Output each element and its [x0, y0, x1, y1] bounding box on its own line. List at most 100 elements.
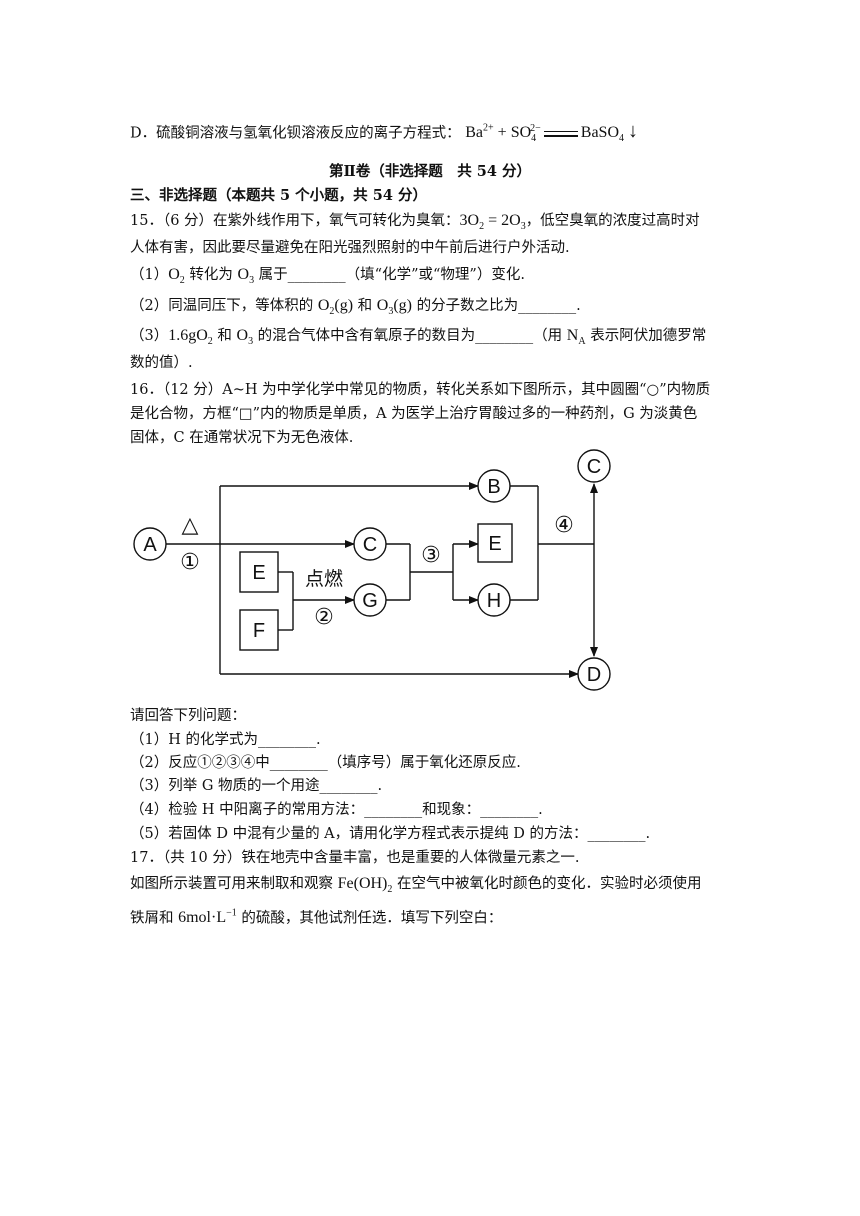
- precipitate-arrow: ↓: [628, 120, 639, 143]
- mass-text: 1.6gO: [168, 327, 208, 344]
- option-d-equation: Ba2+ + SO42−BaSO4 ↓: [465, 121, 638, 144]
- q16-part2: （2）反应①②③④中________（填序号）属于氧化还原反应.: [130, 755, 521, 771]
- q15-intro-line2: 人体有害，因此要尽量避免在阳光强烈照射的中午前后进行户外活动.: [130, 240, 570, 256]
- reaction-diagram: A B C G H C D E E F △ ① ② ③ ④ 点燃: [133, 449, 611, 691]
- label-d: D: [587, 664, 601, 686]
- o2-symbol: O: [168, 266, 180, 283]
- q16-intro-line1: 16．（12 分）A~H 为中学化学中常见的物质，转化关系如下图所示，其中圆圈“…: [130, 382, 711, 398]
- option-d-line: D．硫酸铜溶液与氢氧化钡溶液反应的离子方程式： Ba2+ + SO42−BaSO…: [130, 119, 638, 150]
- label-a: A: [143, 534, 157, 556]
- q15-intro-text-b: ，低空臭氧的浓度过高时对: [525, 213, 700, 229]
- diagram-shapes: [133, 449, 611, 691]
- q15-p1-o2: O2: [168, 266, 185, 287]
- heat-symbol: △: [182, 512, 199, 537]
- q15-part2: （2）同温同压下，等体积的 O2(g) 和 O3(g) 的分子数之比为_____…: [130, 296, 581, 322]
- q15-part3-cont: 数的值）.: [130, 355, 193, 371]
- label-e: E: [488, 533, 501, 555]
- formula-ba-charge: 2+: [483, 123, 494, 134]
- feoh-text: Fe(OH): [337, 875, 388, 892]
- option-d-text: D．硫酸铜溶液与氢氧化钡溶液反应的离子方程式：: [130, 125, 461, 142]
- q15-part1: （1）O2 转化为 O3 属于________（填“化学”或“物理”）变化.: [130, 265, 525, 291]
- diagram-lines: [166, 482, 598, 678]
- node-c-circle: [353, 527, 387, 561]
- label-g: G: [362, 590, 378, 612]
- concentration-formula: 6mol·L−1: [178, 908, 237, 927]
- eq-right: = 2O: [484, 212, 521, 229]
- eq-right-sub: 3: [520, 221, 526, 233]
- o2-symbol: O: [317, 297, 330, 314]
- node-c-top-circle: [577, 449, 611, 483]
- q16-ask: 请回答下列问题：: [130, 708, 246, 724]
- formula-ba: Ba: [465, 124, 484, 142]
- reaction-3-label: ③: [421, 542, 441, 567]
- q17-text-b1: 如图所示装置可用来制取和观察: [130, 876, 338, 892]
- conc-text: 6mol·L: [178, 909, 227, 927]
- formula-so-charge: 2−: [530, 123, 541, 134]
- reaction-4-label: ④: [554, 512, 574, 537]
- node-d-circle: [577, 657, 611, 691]
- formula-plus: +: [497, 124, 507, 142]
- q15-p1-o3: O3: [237, 266, 255, 286]
- q16-part1: （1）H 的化学式为________.: [130, 732, 321, 748]
- node-e-left-box: [239, 551, 279, 593]
- formula-so-sub: 4: [531, 133, 537, 145]
- ignite-label: 点燃: [305, 568, 343, 590]
- feoh-sub: 2: [387, 884, 393, 896]
- q16-intro-line2: 是化合物，方框“□”内的物质是单质，A 为医学上治疗胃酸过多的一种药剂，G 为淡…: [130, 406, 698, 422]
- q15-p3-o3: O3: [236, 327, 254, 348]
- avogadro-symbol: NA: [566, 327, 586, 348]
- q15-equation: 3O2 = 2O3: [459, 212, 526, 233]
- o2-sub: 2: [179, 275, 185, 287]
- q15-part3: （3）1.6gO2 和 O3 的混合气体中含有氧原子的数目为________（用…: [130, 326, 706, 352]
- eq-left: 3O: [459, 212, 480, 229]
- q17-text-c2: 的硫酸，其他试剂任选．填写下列空白：: [236, 910, 503, 927]
- label-e-left: E: [252, 562, 265, 584]
- eq-left-sub: 2: [479, 221, 485, 233]
- formula-baso: BaSO: [580, 124, 620, 142]
- na-sub: A: [578, 336, 586, 348]
- o2-sub: 2: [329, 306, 335, 318]
- q15-p2-text-b: 的分子数之比为________.: [412, 298, 581, 314]
- q15-p3-text-c: 表示阿伏加德罗常: [585, 328, 707, 344]
- o3-sub: 3: [248, 336, 254, 348]
- node-g-circle: [353, 583, 387, 617]
- label-h: H: [487, 590, 501, 612]
- q16-part3: （3）列举 G 物质的一个用途________.: [130, 778, 383, 794]
- and-text: 和: [353, 298, 377, 314]
- q15-intro-line1: 15．（6 分）在紫外线作用下，氧气可转化为臭氧：3O2 = 2O3，低空臭氧的…: [130, 211, 700, 237]
- conc-sup: −1: [226, 908, 237, 919]
- q15-p3-text-b: 的混合气体中含有氧原子的数目为________（用: [253, 328, 567, 344]
- formula-so: SO: [510, 124, 532, 142]
- label-b: B: [487, 476, 500, 498]
- equals-sign: [543, 130, 578, 138]
- q15-p1-mid: 转化为: [184, 267, 238, 283]
- q17-text-c1: 铁屑和: [130, 910, 179, 927]
- na-symbol: N: [566, 327, 579, 344]
- o3-symbol: O: [236, 327, 249, 344]
- formula-baso-sub: 4: [619, 133, 625, 145]
- q16-part4: （4）检验 H 中阳离子的常用方法：________和现象：________.: [130, 802, 543, 818]
- q16-intro-line3: 固体，C 在通常状况下为无色液体.: [130, 430, 354, 446]
- reaction-1-label: ①: [180, 549, 200, 574]
- q15-p3-num: （3）: [130, 328, 169, 344]
- label-c: C: [363, 534, 377, 556]
- q17-intro-line2: 如图所示装置可用来制取和观察 Fe(OH)2 在空气中被氧化时颜色的变化．实验时…: [130, 874, 701, 900]
- node-h-circle: [477, 583, 511, 617]
- q15-p3-mass: 1.6gO2: [168, 327, 213, 347]
- gas-state: (g): [334, 297, 354, 314]
- gas-state: (g): [393, 297, 412, 314]
- node-a-circle: [133, 527, 167, 561]
- q15-p1-num: （1）: [130, 267, 169, 283]
- q17-intro-line3: 铁屑和 6mol·L−1 的硫酸，其他试剂任选．填写下列空白：: [130, 904, 502, 928]
- q15-p2-o2: O2(g): [317, 297, 354, 318]
- section-heading: 三、非选择题（本题共 5 个小题，共 54 分）: [130, 187, 427, 204]
- reaction-2-label: ②: [314, 604, 334, 629]
- o3-symbol: O: [237, 266, 250, 283]
- section-title: 第Ⅱ卷（非选择题 共 54 分）: [329, 163, 531, 180]
- o3-sub: 3: [388, 306, 394, 318]
- q15-p1-text: 属于________（填“化学”或“物理”）变化.: [254, 267, 525, 283]
- q15-p2-text-a: （2）同温同压下，等体积的: [130, 298, 318, 314]
- o3-symbol: O: [376, 297, 389, 314]
- q16-part5: （5）若固体 D 中混有少量的 A，请用化学方程式表示提纯 D 的方法：____…: [130, 826, 651, 842]
